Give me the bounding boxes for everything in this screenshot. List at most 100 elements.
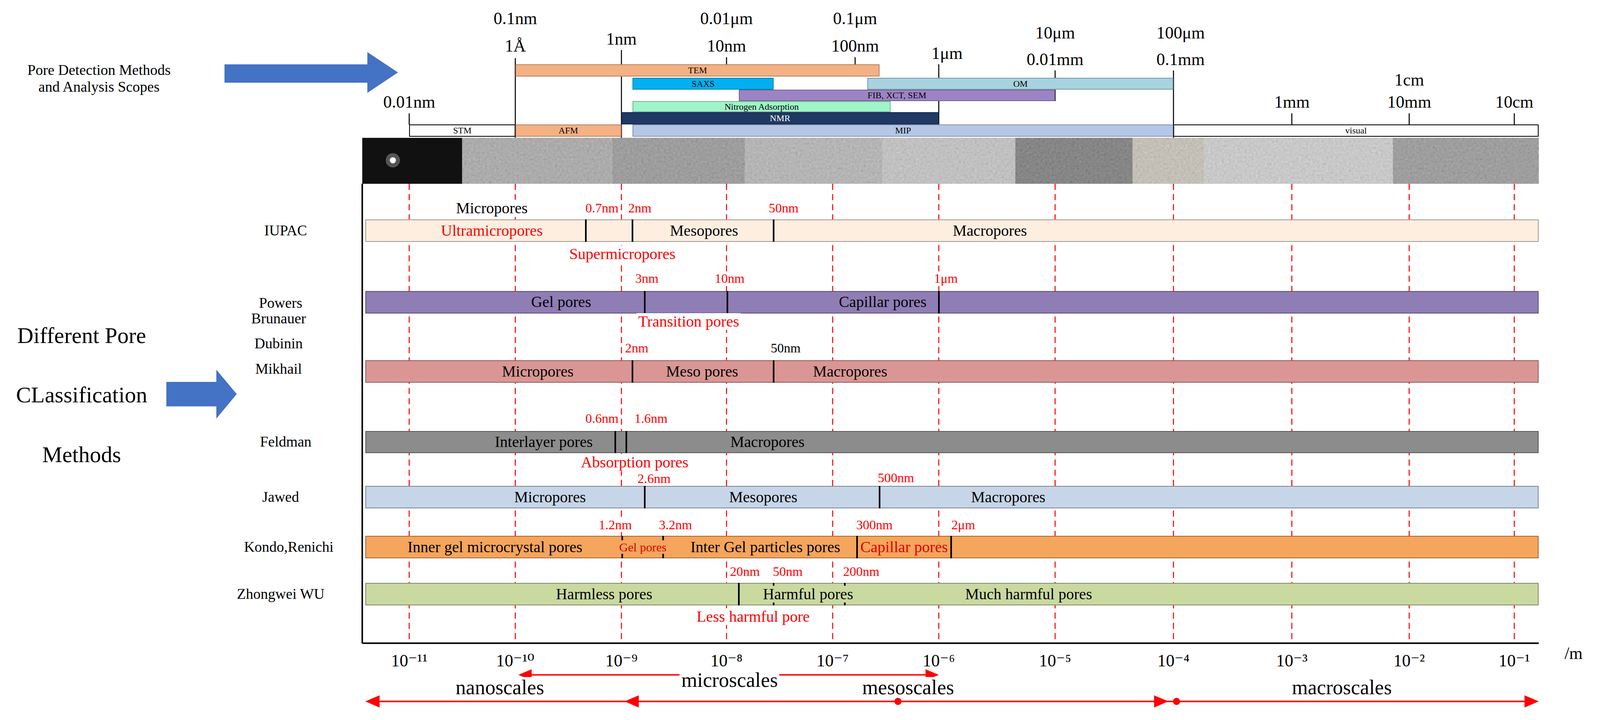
pore-boundary: [938, 290, 940, 314]
arrow-head: [1524, 695, 1539, 708]
method-name: visual: [1345, 126, 1367, 136]
pore-boundary: [631, 219, 634, 242]
boundary-label: 0.7nm: [583, 200, 621, 216]
pore-boundary: [738, 582, 740, 606]
pore-class: Macropores: [951, 222, 1029, 240]
boundary-label: 3nm: [633, 271, 661, 286]
pore-class: Gel pores: [617, 540, 669, 554]
pointer-arrow: [224, 51, 399, 93]
axis-tick-label: 10⁻⁹: [603, 651, 640, 669]
decade-line: [408, 183, 410, 643]
arrow-head: [365, 695, 380, 708]
boundary-label: 50nm: [769, 340, 803, 356]
size-scale-label: 10nm: [705, 36, 748, 56]
pore-boundary: [878, 485, 881, 509]
method-name: OM: [1013, 79, 1028, 89]
axis-tick-label: 10⁻²: [1391, 651, 1427, 669]
pore-boundary: [950, 535, 952, 559]
size-scale-label: 1mm: [1272, 92, 1312, 112]
method-name: AFM: [558, 126, 579, 136]
classification-name: Kondo,Renichi: [243, 538, 334, 556]
pore-class: Meso pores: [664, 362, 740, 381]
boundary-label: Absorption pores: [579, 453, 691, 471]
boundary-label: /m: [1562, 644, 1585, 662]
size-scale-label: 1nm: [604, 29, 639, 49]
pore-class: Micropores: [512, 488, 588, 506]
classification-name: Jawed: [262, 488, 300, 506]
method-range-bar: NMR: [621, 112, 939, 125]
axis-tick-label: 10⁻⁷: [814, 651, 851, 669]
decade-line: [514, 183, 516, 643]
pore-boundary: [625, 430, 628, 454]
axis-tick-label: 10⁻³: [1274, 651, 1310, 669]
method-name: SAXS: [691, 79, 715, 89]
scale-tick: [1291, 113, 1292, 125]
boundary-label: 500nm: [875, 470, 916, 485]
boundary-label: 20nm: [728, 564, 762, 579]
method-range-bar: visual: [1173, 124, 1539, 137]
scale-arrow: [372, 700, 1531, 703]
boundary-label: 200nm: [841, 564, 882, 579]
boundary-label: 0.6nm: [583, 411, 621, 426]
pore-boundary: [726, 290, 729, 314]
method-range-bar: MIP: [632, 124, 1174, 137]
size-scale-label: 0.1μm: [831, 9, 879, 28]
decade-line: [1172, 183, 1174, 643]
pore-class: Macropores: [811, 362, 889, 381]
boundary-label: 2nm: [623, 340, 651, 356]
pointer-arrow: [166, 369, 237, 419]
decade-line: [938, 183, 939, 643]
boundary-label: Micropores: [454, 199, 530, 217]
size-scale-label: 0.01nm: [381, 92, 437, 112]
classification-band: IUPACUltramicroporesMesoporesMacropores: [365, 219, 1539, 242]
pore-class: Gel pores: [529, 293, 593, 311]
method-name: FIB, XCT, SEM: [867, 90, 927, 100]
axis-tick-label: 10⁻¹⁰: [494, 651, 537, 669]
pore-boundary: [585, 219, 587, 242]
pore-boundary: [772, 360, 775, 383]
pore-boundary: [643, 485, 646, 509]
pore-class: Much harmful pores: [963, 585, 1094, 603]
boundary-label: Transition pores: [636, 312, 741, 331]
boundary-label: 2μm: [949, 517, 977, 532]
axis-tick-label: 10⁻⁵: [1037, 651, 1074, 669]
size-scale-label: 0.01mm: [1025, 49, 1086, 69]
pore-class: Capillar pores: [837, 293, 929, 311]
scale-name: macroscales: [1290, 676, 1394, 698]
method-range-bar: FIB, XCT, SEM: [738, 89, 1056, 101]
size-scale-label: 1μm: [929, 43, 965, 63]
decade-line: [1054, 183, 1056, 643]
axis-tick-label: 10⁻⁴: [1155, 651, 1192, 669]
classification-band: Zhongwei WUHarmless poresHarmful poresMu…: [365, 582, 1539, 606]
boundary-label: 2.6nm: [635, 471, 673, 486]
diffraction-spot: [389, 157, 397, 164]
scale-tick: [1408, 113, 1410, 125]
method-name: MIP: [895, 126, 912, 136]
size-scale-label: 100μm: [1154, 23, 1207, 43]
pore-boundary: [614, 430, 617, 454]
boundary-label: 1.2nm: [597, 517, 634, 532]
arrow-dot: [1172, 697, 1180, 705]
axis-tick-label: 10⁻⁸: [708, 651, 745, 669]
boundary-label: Supermicropores: [567, 245, 678, 263]
method-range-bar: OM: [867, 77, 1174, 91]
boundary-label: 50nm: [767, 200, 801, 216]
scale-tick: [1513, 113, 1515, 125]
boundary-label: 1.6nm: [632, 411, 670, 426]
micrograph: [362, 137, 462, 184]
classification-name: Powers: [258, 294, 303, 312]
boundary-label: 3.2nm: [657, 517, 694, 532]
pore-boundary: [772, 219, 775, 242]
decade-gridlines: [409, 183, 1515, 643]
arrow-head: [1154, 695, 1169, 708]
scale-tick: [726, 57, 727, 65]
method-name: TEM: [688, 65, 707, 75]
axis-line: [361, 183, 364, 643]
size-scale-label: 1Å: [503, 36, 528, 56]
classification-band: JawedMicroporesMesoporesMacropores: [365, 485, 1539, 509]
arrow-head: [624, 695, 639, 708]
method-name: STM: [452, 126, 472, 136]
boundary-label: 1μm: [932, 271, 960, 286]
size-scale-label: 0.1nm: [492, 9, 539, 28]
